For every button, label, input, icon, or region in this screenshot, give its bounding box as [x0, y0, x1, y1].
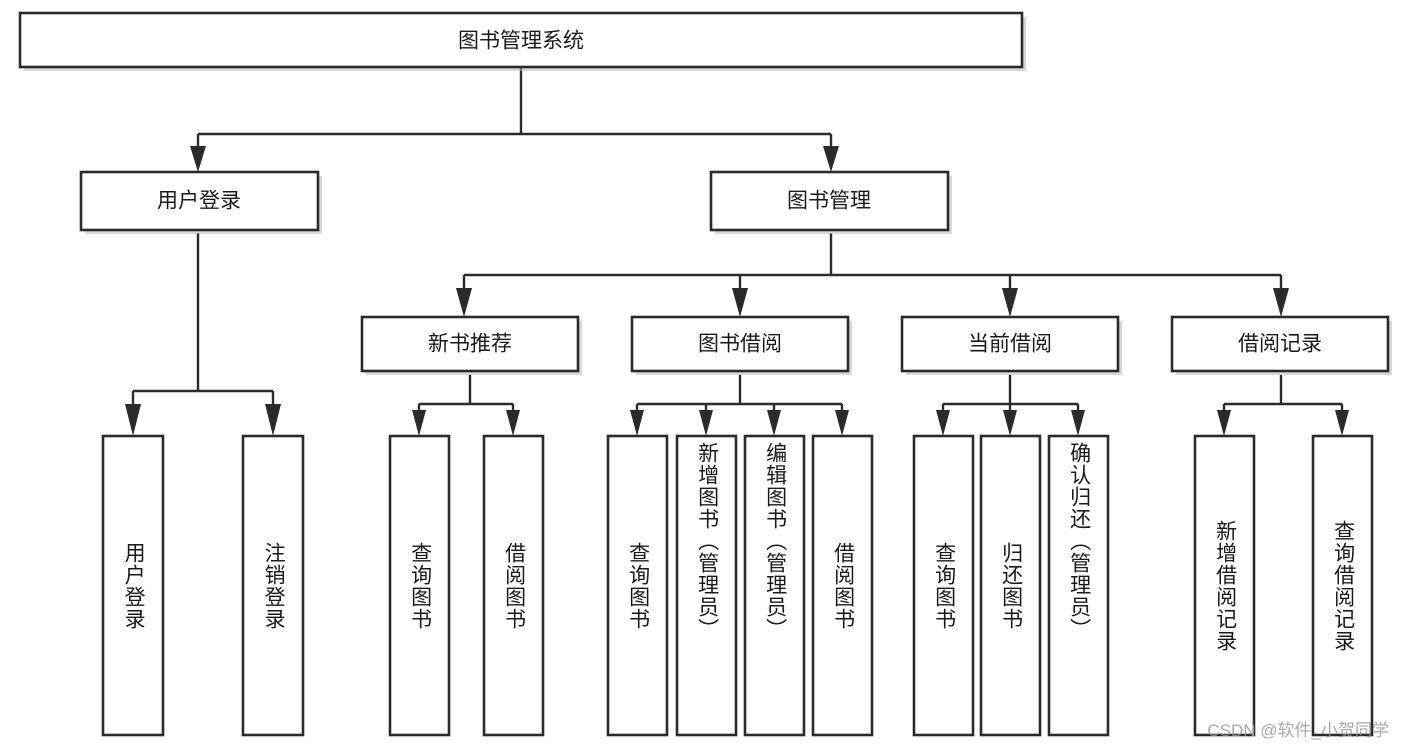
leaf-add-record-box[interactable]	[1193, 434, 1256, 737]
arrow-to-leaf-user-logout	[265, 404, 281, 436]
arrow-root-to-user-login	[190, 146, 206, 172]
arrow-to-leaf-borrow-book-2	[835, 410, 849, 436]
edges-layer	[125, 68, 1349, 436]
arrow-to-leaf-add-book	[699, 410, 713, 436]
leaf-edit-book-box[interactable]	[743, 434, 806, 737]
arrow-to-borrow-record	[1273, 288, 1289, 317]
leaves-layer	[101, 434, 1374, 737]
leaf-borrow-book-1-box[interactable]	[482, 434, 545, 737]
leaf-user-logout-box[interactable]	[241, 434, 305, 737]
arrow-to-leaf-query-book-1	[412, 410, 426, 436]
leaf-add-book-box[interactable]	[675, 434, 738, 737]
node-user-login[interactable]: 用户登录	[79, 170, 322, 234]
arrow-to-leaf-add-record	[1217, 410, 1231, 436]
arrow-to-current-borrow	[1002, 288, 1018, 317]
node-new-book-rec-label: 新书推荐	[428, 333, 512, 356]
leaf-query-book-1-box[interactable]	[388, 434, 451, 737]
node-book-borrow[interactable]: 图书借阅	[630, 315, 852, 375]
arrow-to-leaf-return-book	[1003, 410, 1017, 436]
arrow-to-book-borrow	[732, 288, 748, 317]
leaf-query-book-3-box[interactable]	[912, 434, 975, 737]
node-current-borrow[interactable]: 当前借阅	[900, 315, 1122, 375]
arrow-to-leaf-user-login	[125, 404, 141, 436]
arrow-to-leaf-query-book-3	[936, 410, 950, 436]
arrow-to-new-book-rec	[456, 288, 472, 317]
node-book-manage[interactable]: 图书管理	[709, 170, 952, 234]
arrow-root-to-book-manage	[823, 146, 839, 172]
node-new-book-rec[interactable]: 新书推荐	[360, 315, 582, 375]
leaf-borrow-book-2-box[interactable]	[811, 434, 874, 737]
arrow-to-leaf-query-book-2	[630, 410, 644, 436]
node-borrow-record-label: 借阅记录	[1238, 333, 1322, 356]
arrow-to-leaf-query-record	[1335, 410, 1349, 436]
leaf-query-record-box[interactable]	[1311, 434, 1374, 737]
arrow-to-leaf-edit-book	[767, 410, 781, 436]
node-book-manage-label: 图书管理	[787, 190, 871, 213]
node-current-borrow-label: 当前借阅	[968, 333, 1052, 356]
leaf-return-book-box[interactable]	[979, 434, 1042, 737]
leaf-query-book-2-box[interactable]	[606, 434, 669, 737]
node-user-login-label: 用户登录	[157, 190, 241, 213]
leaf-user-login-box[interactable]	[101, 434, 165, 737]
node-root-label: 图书管理系统	[458, 30, 584, 53]
arrow-to-leaf-confirm-return	[1071, 410, 1085, 436]
node-root[interactable]: 图书管理系统	[18, 11, 1026, 71]
arrow-to-leaf-borrow-book-1	[506, 410, 520, 436]
node-book-borrow-label: 图书借阅	[698, 333, 782, 356]
node-borrow-record[interactable]: 借阅记录	[1170, 315, 1392, 375]
leaf-confirm-return-box[interactable]	[1047, 434, 1110, 737]
